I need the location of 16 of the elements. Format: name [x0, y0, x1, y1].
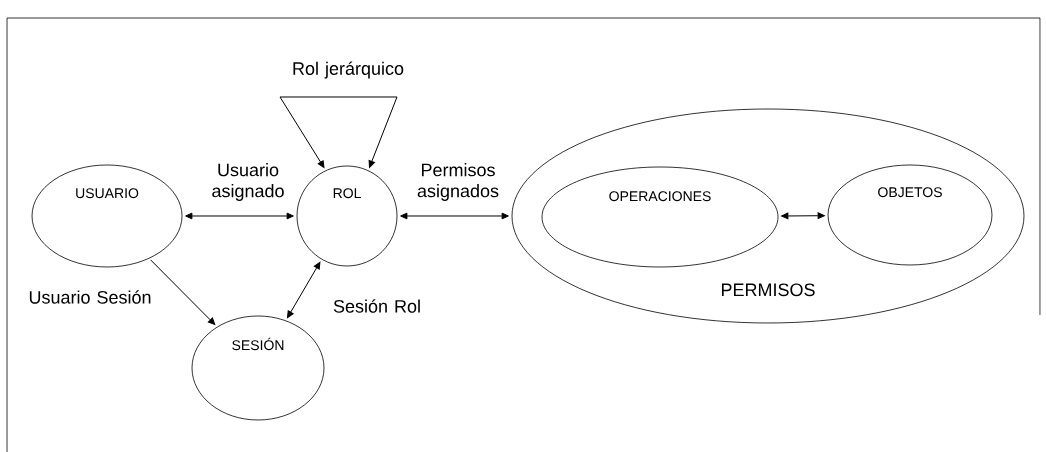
arrow — [400, 212, 509, 220]
arrow — [279, 96, 398, 169]
arrow — [150, 259, 216, 325]
edge-label: Permisos asignados — [417, 163, 499, 201]
ellipse-node: SESIÓN — [191, 315, 325, 421]
edge-label: Sesión Rol — [333, 299, 420, 313]
circle-node: ROL — [296, 165, 398, 267]
edge-label: Rol jerárquico — [293, 61, 404, 79]
ellipse-node: OPERACIONES — [541, 166, 779, 268]
edge-label: Usuario Sesión — [29, 290, 151, 304]
edge-label: Usuario asignado — [212, 163, 284, 201]
arrow — [185, 212, 294, 220]
ellipse-node: USUARIO — [31, 164, 183, 268]
ellipse-node: OBJETOS — [827, 164, 993, 266]
arrow — [287, 261, 321, 319]
arrow — [781, 212, 825, 220]
